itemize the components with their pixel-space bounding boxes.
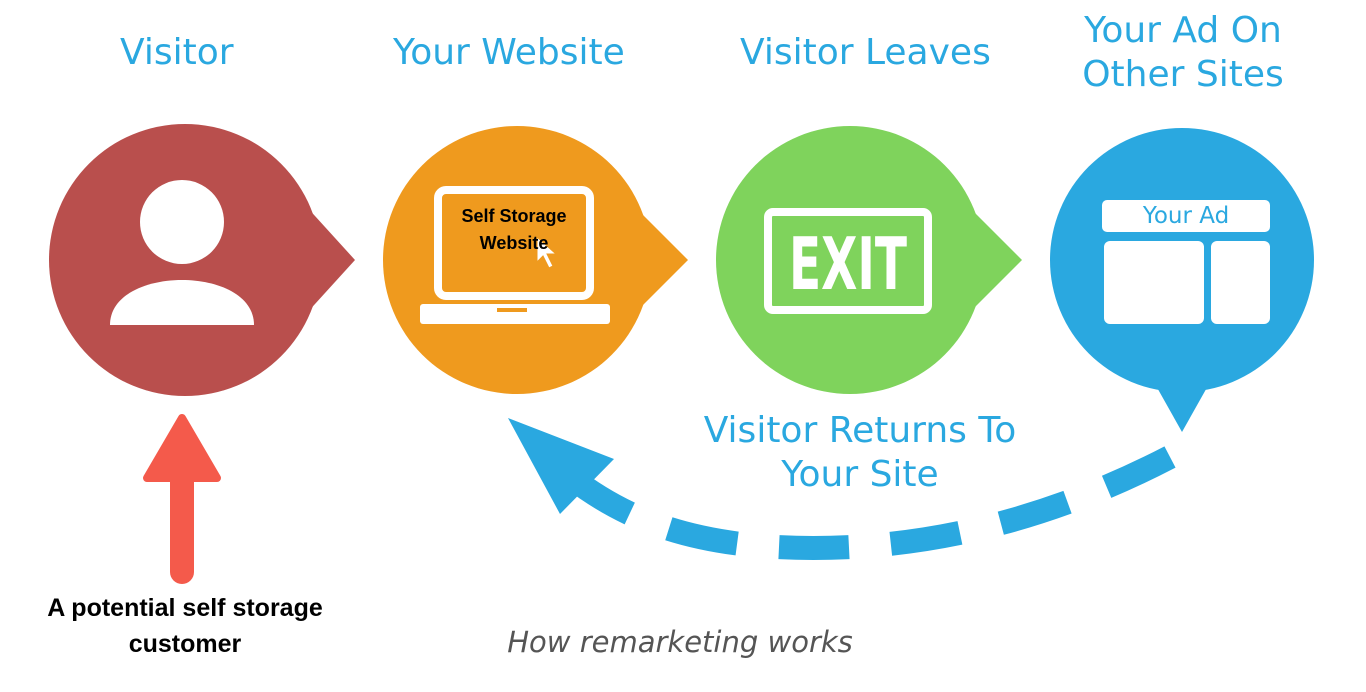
- person-icon: [110, 180, 254, 325]
- website-step-title: Your Website: [393, 32, 625, 73]
- exit-sign-text: EXIT: [789, 222, 907, 306]
- visitor-bubble: [49, 124, 355, 396]
- ad-step-title: Your Ad On Other Sites: [1082, 10, 1284, 95]
- cursor-icon: [536, 235, 558, 269]
- website-screen-text: Self Storage Website: [461, 206, 567, 253]
- ad-layout-icon: [1102, 200, 1270, 324]
- figure-caption: How remarketing works: [507, 625, 853, 659]
- visitor-step-title: Visitor: [120, 32, 234, 73]
- exit-sign-icon: EXIT: [764, 208, 932, 314]
- website-bubble: [383, 126, 688, 394]
- visitor-leaves-step-title: Visitor Leaves: [740, 32, 991, 73]
- red-up-arrow-icon: [143, 414, 221, 584]
- dashed-return-arrow-icon: [508, 418, 1176, 560]
- laptop-icon: [420, 186, 610, 324]
- potential-customer-annotation: A potential self storage customer: [47, 594, 323, 658]
- visitor-leaves-bubble: EXIT: [716, 126, 1022, 394]
- visitor-returns-label: Visitor Returns To Your Site: [703, 410, 1017, 495]
- ad-label: Your Ad: [1142, 203, 1230, 229]
- ad-bubble: [1050, 128, 1314, 432]
